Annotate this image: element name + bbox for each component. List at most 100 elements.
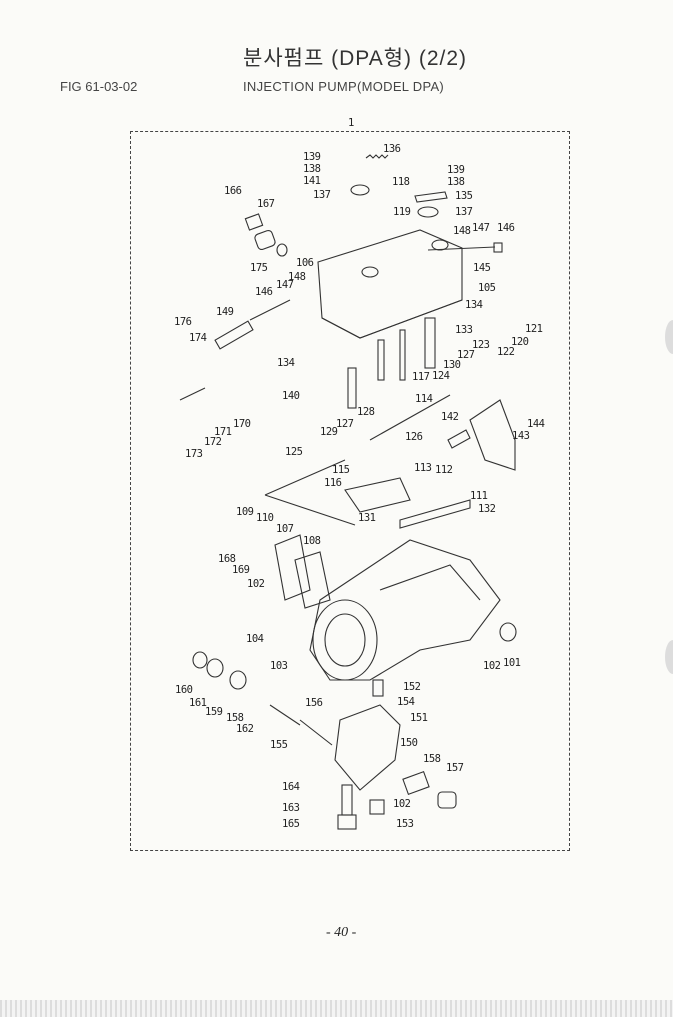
part-callout-115: 115 — [332, 464, 350, 476]
part-callout-101: 101 — [503, 657, 521, 669]
part-callout-129: 129 — [320, 426, 338, 438]
part-callout-151: 151 — [410, 712, 428, 724]
part-callout-143: 143 — [512, 430, 530, 442]
part-callout-148: 148 — [288, 271, 306, 283]
part-callout-135: 135 — [455, 190, 473, 202]
english-title: INJECTION PUMP(MODEL DPA) — [243, 79, 445, 94]
governor-cover — [317, 229, 463, 339]
part-callout-106: 106 — [296, 257, 314, 269]
part-callout-146: 146 — [255, 286, 273, 298]
part-callout-138: 138 — [447, 176, 465, 188]
binder-hole — [665, 640, 673, 674]
part-callout-102: 102 — [393, 798, 411, 810]
assembly-boundary — [130, 131, 570, 851]
washer-137 — [350, 184, 370, 196]
pump-housing — [309, 539, 501, 681]
part-callout-134: 134 — [465, 299, 483, 311]
part-callout-140: 140 — [282, 390, 300, 402]
part-callout-124: 124 — [432, 370, 450, 382]
part-callout-163: 163 — [282, 802, 300, 814]
part-callout-155: 155 — [270, 739, 288, 751]
part-callout-113: 113 — [414, 462, 432, 474]
part-callout-166: 166 — [224, 185, 242, 197]
pin-149 — [214, 320, 254, 350]
part-callout-167: 167 — [257, 198, 275, 210]
plug-157 — [437, 791, 457, 809]
part-callout-104: 104 — [246, 633, 264, 645]
part-callout-118: 118 — [392, 176, 410, 188]
regulator-151 — [334, 704, 401, 791]
part-callout-132: 132 — [478, 503, 496, 515]
spring-155 — [269, 704, 333, 746]
part-callout-160: 160 — [175, 684, 193, 696]
part-callout-172: 172 — [204, 436, 222, 448]
part-callout-139: 139 — [447, 164, 465, 176]
part-callout-127: 127 — [336, 418, 354, 430]
part-callout-156: 156 — [305, 697, 323, 709]
part-callout-136: 136 — [383, 143, 401, 155]
part-callout-102: 102 — [483, 660, 501, 672]
part-callout-171: 171 — [214, 426, 232, 438]
nut-153 — [369, 799, 385, 815]
control-rod-126 — [369, 394, 451, 441]
part-callout-146: 146 — [497, 222, 515, 234]
part-callout-133: 133 — [455, 324, 473, 336]
bracket-143 — [469, 399, 516, 471]
part-callout-161: 161 — [189, 697, 207, 709]
plug-101 — [499, 622, 517, 642]
part-callout-169: 169 — [232, 564, 250, 576]
page-number: - 40 - — [326, 925, 357, 940]
part-callout-127: 127 — [457, 349, 475, 361]
part-callout-105: 105 — [478, 282, 496, 294]
part-callout-137: 137 — [313, 189, 331, 201]
part-callout-110: 110 — [256, 512, 274, 524]
part-callout-149: 149 — [216, 306, 234, 318]
part-callout-148: 148 — [453, 225, 471, 237]
part-callout-1: 1 — [348, 117, 354, 129]
part-callout-141: 141 — [303, 175, 321, 187]
part-callout-108: 108 — [303, 535, 321, 547]
part-callout-130: 130 — [443, 359, 461, 371]
part-callout-174: 174 — [189, 332, 207, 344]
binder-hole — [665, 320, 673, 354]
part-callout-164: 164 — [282, 781, 300, 793]
end-plate-107 — [274, 534, 311, 601]
part-callout-157: 157 — [446, 762, 464, 774]
part-callout-158: 158 — [423, 753, 441, 765]
part-callout-131: 131 — [358, 512, 376, 524]
part-callout-107: 107 — [276, 523, 294, 535]
spring-136 — [365, 154, 389, 159]
part-callout-134: 134 — [277, 357, 295, 369]
part-callout-128: 128 — [357, 406, 375, 418]
part-callout-123: 123 — [472, 339, 490, 351]
part-callout-142: 142 — [441, 411, 459, 423]
figure-number: FIG 61-03-02 — [60, 79, 138, 94]
part-callout-147: 147 — [276, 279, 294, 291]
korean-title: 분사펌프 (DPA형) (2/2) — [243, 47, 468, 70]
part-callout-122: 122 — [497, 346, 515, 358]
screw-146 — [427, 246, 496, 251]
part-callout-153: 153 — [396, 818, 414, 830]
bolt-166 — [244, 213, 264, 231]
part-callout-114: 114 — [415, 393, 433, 405]
bolt-165 — [337, 814, 357, 830]
part-callout-176: 176 — [174, 316, 192, 328]
part-callout-158: 158 — [226, 712, 244, 724]
part-callout-103: 103 — [270, 660, 288, 672]
part-callout-138: 138 — [303, 163, 321, 175]
part-callout-165: 165 — [282, 818, 300, 830]
spring-142 — [447, 429, 471, 449]
part-callout-145: 145 — [473, 262, 491, 274]
part-callout-137: 137 — [455, 206, 473, 218]
part-callout-119: 119 — [393, 206, 411, 218]
part-callout-170: 170 — [233, 418, 251, 430]
part-callout-173: 173 — [185, 448, 203, 460]
part-callout-175: 175 — [250, 262, 268, 274]
part-callout-162: 162 — [236, 723, 254, 735]
part-callout-126: 126 — [405, 431, 423, 443]
part-callout-147: 147 — [472, 222, 490, 234]
plate-111 — [344, 477, 411, 513]
part-callout-152: 152 — [403, 681, 421, 693]
part-callout-121: 121 — [525, 323, 543, 335]
